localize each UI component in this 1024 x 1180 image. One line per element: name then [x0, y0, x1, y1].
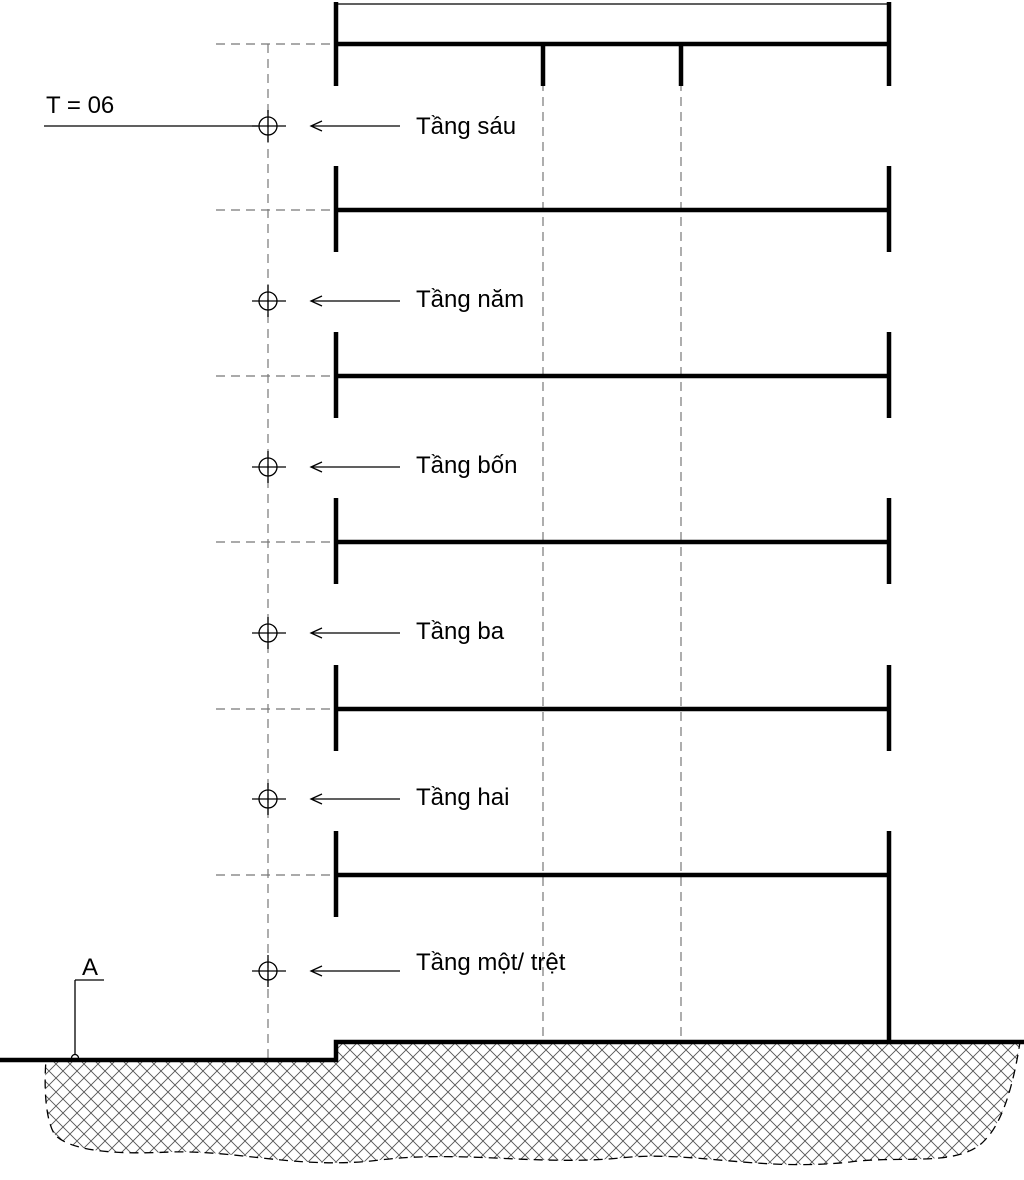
floor-label: Tầng ba	[416, 618, 505, 645]
floor-marker-tang-hai: Tầng hai	[252, 783, 509, 815]
floor-label: Tầng năm	[416, 286, 524, 313]
roof-structure	[333, 2, 892, 86]
floor-slabs	[333, 166, 892, 1042]
floor-marker-tang-sau: Tầng sáu	[252, 110, 516, 142]
floor-slab	[333, 831, 892, 1042]
floor-slab	[333, 498, 892, 584]
floor-slab	[333, 166, 892, 252]
floor-marker-tang-nam: Tầng năm	[252, 285, 524, 317]
floor-marker-tang-mot-tret: Tầng một/ trệt	[252, 949, 566, 987]
floor-label: Tầng sáu	[416, 113, 516, 140]
floor-label: Tầng bốn	[416, 452, 517, 479]
level-marker-label: T = 06	[46, 92, 114, 119]
floor-label: Tầng hai	[416, 784, 509, 811]
soil-hatch	[44, 1041, 1021, 1166]
ground-line	[0, 1039, 1024, 1063]
floor-slab	[333, 332, 892, 418]
floor-label: Tầng một/ trệt	[416, 949, 566, 976]
construction-lines	[216, 43, 682, 1060]
floor-marker-tang-ba: Tầng ba	[252, 617, 505, 649]
level-marker: T = 06	[44, 92, 258, 127]
ground-point-marker: A	[70, 954, 104, 1063]
floor-slab	[333, 665, 892, 751]
ground-point-label: A	[82, 954, 98, 981]
floor-marker-tang-bon: Tầng bốn	[252, 451, 517, 483]
